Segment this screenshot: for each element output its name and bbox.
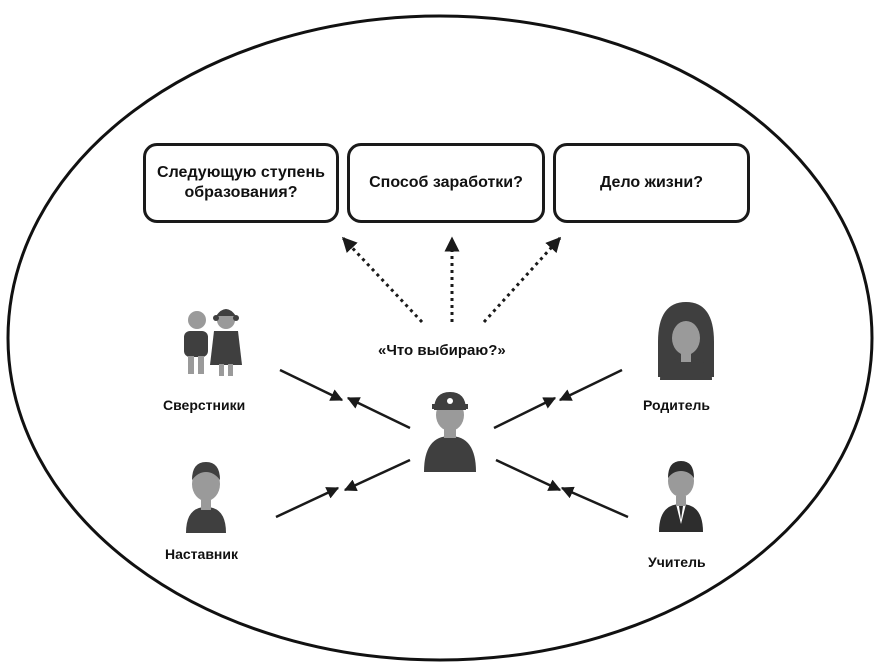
dotted-arrow-left [341, 236, 424, 324]
question-box-earnings: Способ заработки? [347, 143, 545, 223]
influence-arrows [275, 368, 629, 519]
mentor-label: Наставник [165, 546, 239, 562]
peers-icon [184, 309, 242, 376]
parent-icon [658, 302, 714, 380]
arrow-teen-to-parent [493, 396, 557, 430]
center-caption: «Что выбираю?» [378, 342, 506, 359]
question-box-education: Следующую ступень образования? [143, 143, 339, 223]
parent-label: Родитель [643, 397, 710, 413]
dotted-arrow-right [482, 236, 562, 324]
teen-with-cap-icon [424, 392, 476, 472]
outer-ellipse [6, 14, 874, 662]
question-box-life-work: Дело жизни? [553, 143, 750, 223]
arrow-peers-to-teen [279, 368, 344, 402]
arrow-teen-to-peers [346, 396, 411, 430]
arrow-mentor-to-teen [275, 486, 340, 519]
arrow-teacher-to-teen [560, 486, 629, 519]
arrow-teen-to-mentor [343, 458, 411, 492]
mentor-icon [186, 462, 226, 533]
dotted-arrows [341, 236, 562, 324]
teacher-icon [659, 461, 703, 532]
arrow-parent-to-teen [558, 368, 623, 402]
arrow-teen-to-teacher [495, 458, 562, 492]
peers-label: Сверстники [163, 397, 246, 413]
teacher-label: Учитель [648, 554, 706, 570]
